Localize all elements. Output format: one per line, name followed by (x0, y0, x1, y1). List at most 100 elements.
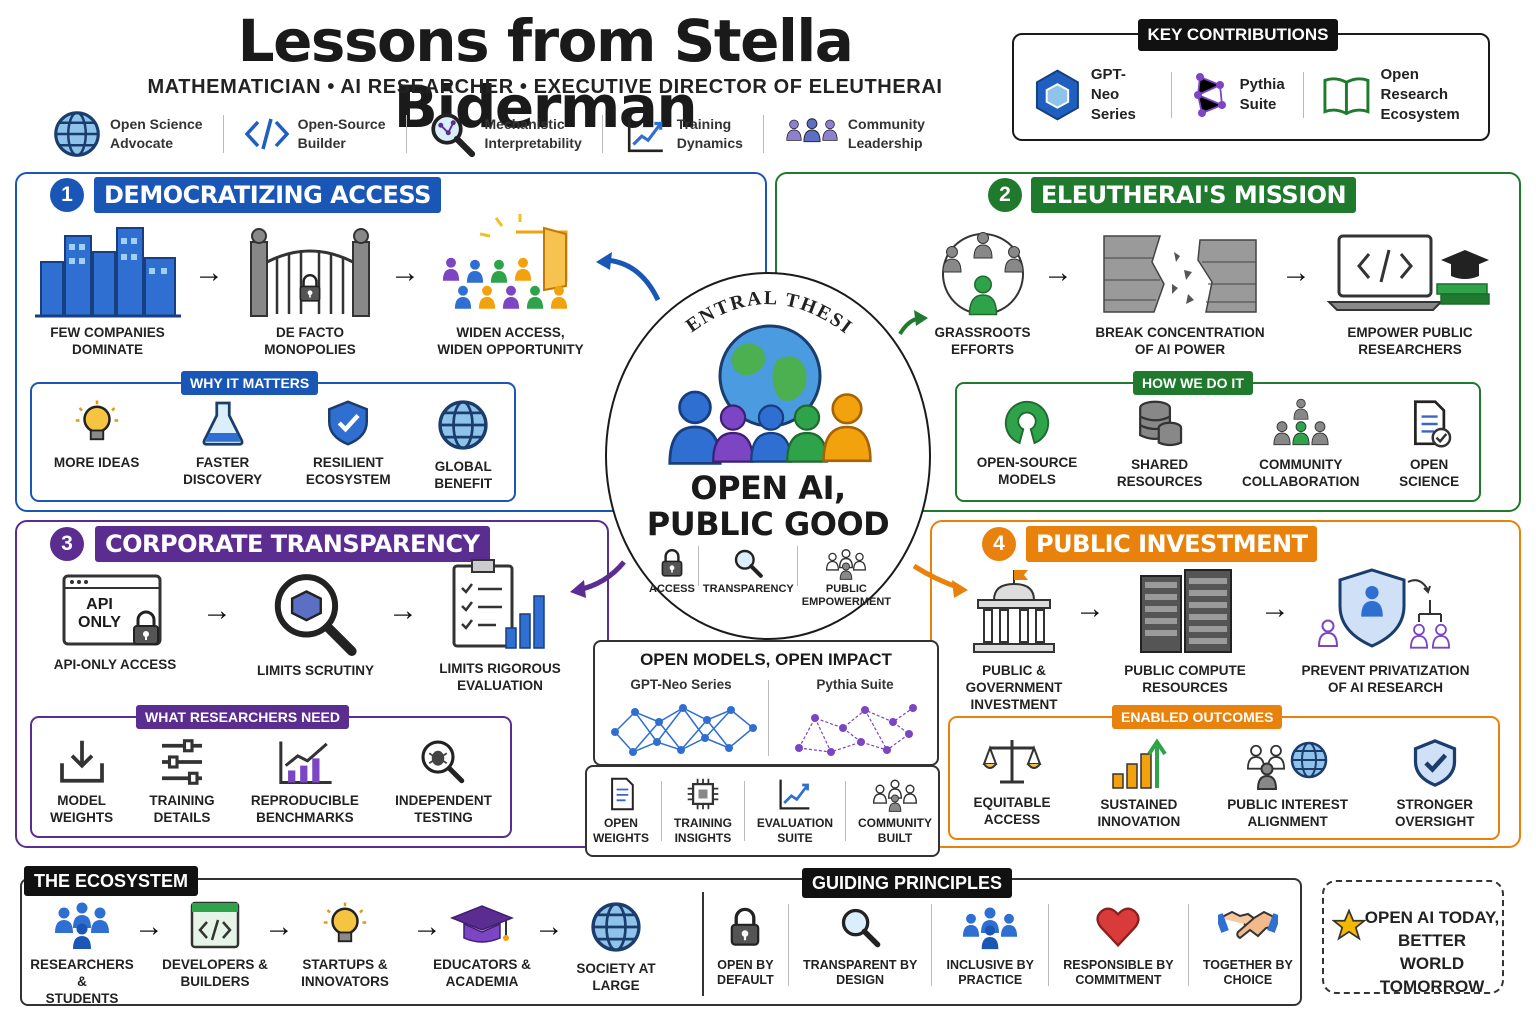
ecosystem-principles-box (20, 878, 1302, 1006)
pillar-access: ACCESS (649, 546, 695, 609)
download-icon (59, 740, 104, 783)
people-icon (826, 549, 867, 580)
eco-developers: DEVELOPERS &BUILDERS (161, 900, 269, 990)
open-impact-box: OPEN MODELS, OPEN IMPACT GPT-Neo Series … (593, 640, 939, 766)
p3-arrow-1: → (202, 594, 232, 627)
magnifier-icon (732, 546, 764, 580)
ecosystem-title: THE ECOSYSTEM (24, 866, 199, 896)
arrow-to-panel-3 (577, 560, 626, 593)
pillar-transparency: TRANSPARENCY (703, 546, 794, 609)
government-building-icon (973, 570, 1055, 653)
document-icon (611, 777, 634, 811)
shield-check-icon (1413, 739, 1456, 787)
scales-icon (982, 740, 1042, 784)
people-icon (963, 907, 1018, 950)
network-graph-icon (1193, 73, 1226, 117)
p2-arrow-1: → (1043, 256, 1073, 289)
ecosystem-flow: RESEARCHERS &STUDENTS → DEVELOPERS &BUIL… (26, 900, 696, 1006)
code-icon (244, 118, 289, 150)
open-door-people-icon (442, 214, 567, 309)
broken-wall-icon (1103, 235, 1257, 313)
arrow-to-panel-1 (604, 257, 661, 302)
page-subtitle: MATHEMATICIAN • AI RESEARCHER • EXECUTIV… (147, 76, 943, 98)
heart-icon (1096, 907, 1140, 948)
people-icon (55, 902, 109, 949)
panel-3-number: 3 (50, 527, 84, 561)
growth-bars-icon (1112, 738, 1167, 789)
panel-4-title: PUBLIC INVESTMENT (1026, 526, 1318, 562)
flask-icon (202, 401, 244, 446)
checklist-chart-icon (452, 559, 545, 649)
grassroots-people-icon (941, 231, 1024, 316)
eco-educators: EDUCATORS &ACADEMIA (426, 900, 538, 990)
key-contributions-title: KEY CONTRIBUTIONS (1138, 19, 1338, 51)
p1-arrow-2: → (390, 256, 420, 289)
central-thesis-headline: OPEN AI, PUBLIC GOOD (646, 469, 890, 543)
eco-researchers: RESEARCHERS &STUDENTS (26, 900, 138, 1007)
magnifier-cube-icon (274, 574, 357, 656)
lightbulb-icon (322, 901, 368, 943)
lock-icon (730, 907, 761, 947)
laptop-graduate-icon (1326, 234, 1490, 311)
p2-arrow-2: → (1281, 256, 1311, 289)
panel-4-number: 4 (982, 527, 1016, 561)
p2-subtitle: HOW WE DO IT (1133, 371, 1253, 395)
p1-arrow-1: → (194, 256, 224, 289)
eco-startups: STARTUPS &INNOVATORS (291, 900, 399, 990)
principles-title: GUIDING PRINCIPLES (802, 868, 1013, 898)
hexagon-cube-icon (1035, 69, 1079, 121)
gate-icon (250, 228, 370, 317)
gpt-neo-network-icon (611, 704, 757, 756)
panel-3-title: CORPORATE TRANSPARENCY (95, 526, 490, 562)
open-impact-title: OPEN MODELS, OPEN IMPACT (640, 650, 892, 669)
code-window-icon (190, 901, 240, 949)
p3-flow-limits-scrutiny: LIMITS SCRUTINY (248, 570, 383, 679)
panel-2-number: 2 (988, 178, 1022, 212)
panel-1-number: 1 (50, 178, 84, 212)
chip-icon (687, 778, 719, 810)
bar-chart-icon (279, 741, 332, 785)
pythia-label: Pythia Suite (816, 677, 894, 692)
p1-item-more-ideas: MORE IDEAS (54, 398, 139, 492)
sliders-icon (161, 739, 202, 785)
star-icon (1332, 908, 1366, 941)
central-thesis: CENTRAL THESIS OPEN AI, PUBLIC GOOD ACCE… (605, 272, 931, 640)
globe-people-icon (668, 324, 872, 465)
document-check-icon (1414, 400, 1452, 448)
panel-1-title: DEMOCRATIZING ACCESS (94, 177, 441, 213)
server-rack-icon (1140, 569, 1232, 653)
magnifier-network-icon (427, 109, 477, 159)
p4-arrow-1: → (1075, 592, 1105, 625)
people-icon (873, 779, 918, 812)
